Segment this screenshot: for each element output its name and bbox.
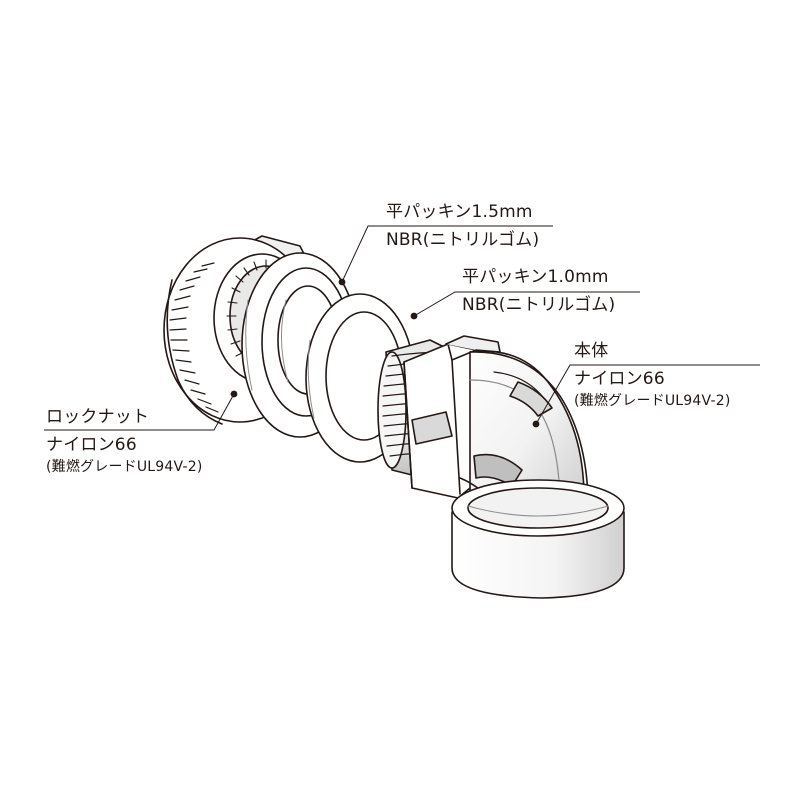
callout-gasket-15mm: 平パッキン1.5mm NBR(ニトリルゴム) xyxy=(386,201,539,251)
gasket-10mm-material: NBR(ニトリルゴム) xyxy=(462,295,616,315)
callout-body: 本体 ナイロン66 (難燃グレードUL94V-2) xyxy=(574,340,731,410)
locknut-name: ロックナット xyxy=(46,407,150,427)
body-sleeve-part xyxy=(451,479,625,599)
callout-locknut: ロックナット ナイロン66 (難燃グレードUL94V-2) xyxy=(46,406,203,476)
body-material: ナイロン66 xyxy=(574,369,665,389)
gasket-15mm-name: 平パッキン1.5mm xyxy=(386,202,533,222)
locknut-material: ナイロン66 xyxy=(46,435,137,455)
body-name: 本体 xyxy=(574,341,609,361)
gasket-15mm-material: NBR(ニトリルゴム) xyxy=(386,230,540,250)
gasket-10mm-name: 平パッキン1.0mm xyxy=(462,267,609,287)
body-elbow-part xyxy=(459,350,589,507)
leader-lines xyxy=(44,225,760,431)
locknut-grade: (難燃グレードUL94V-2) xyxy=(46,459,203,475)
leader-dots xyxy=(230,278,540,428)
callout-gasket-10mm: 平パッキン1.0mm NBR(ニトリルゴム) xyxy=(462,266,615,316)
body-grade: (難燃グレードUL94V-2) xyxy=(574,393,731,409)
